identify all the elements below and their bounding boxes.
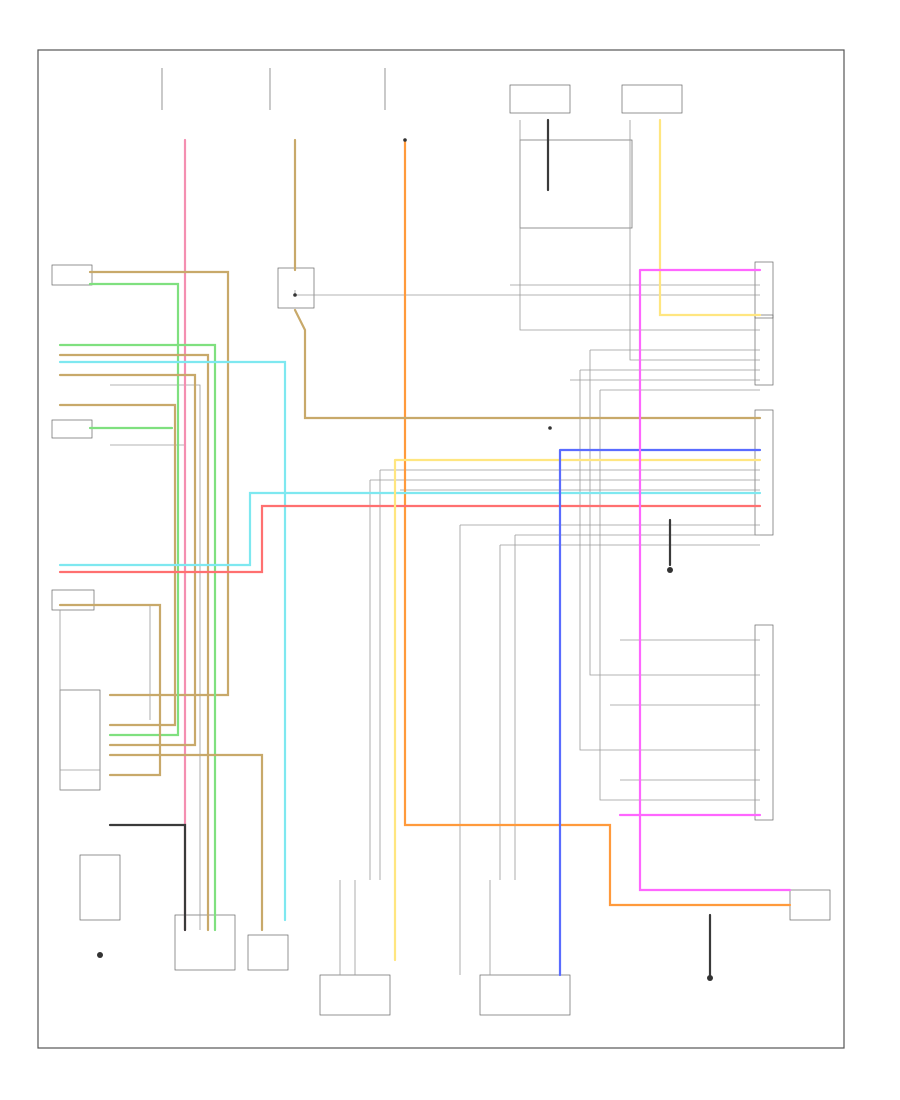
splice-dot (293, 138, 552, 430)
diagram-frame (37, 49, 845, 1049)
ground-symbol (97, 567, 713, 981)
top-fuse-blocks (161, 68, 683, 229)
colored-wires (58, 118, 792, 977)
